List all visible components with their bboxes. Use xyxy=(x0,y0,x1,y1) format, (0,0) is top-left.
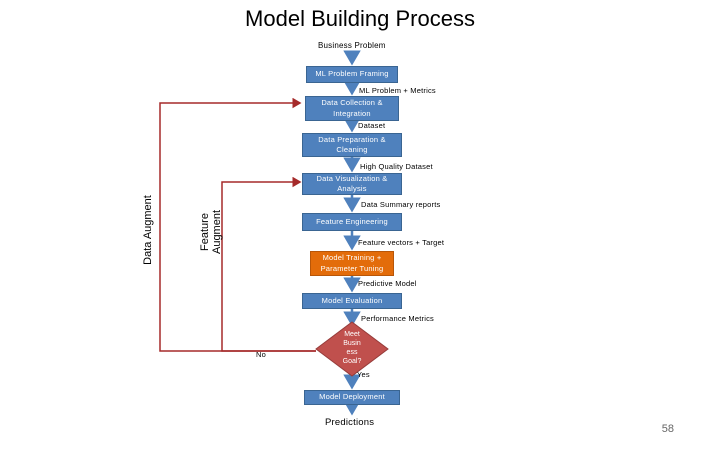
node-data-collection: Data Collection & Integration xyxy=(305,96,399,121)
page-number: 58 xyxy=(661,423,674,435)
node-model-evaluation: Model Evaluation xyxy=(302,293,402,309)
node-model-training: Model Training + Parameter Tuning xyxy=(310,251,394,276)
edge-predictive-model: Predictive Model xyxy=(358,279,417,288)
page-title: Model Building Process xyxy=(245,6,475,31)
loop-feature-augment-label: Feature Augment xyxy=(199,209,223,255)
node-model-deployment: Model Deployment xyxy=(304,390,400,405)
node-decision-label: Meet Busin ess Goal? xyxy=(342,331,362,366)
node-ml-problem-framing: ML Problem Framing xyxy=(306,66,398,83)
decision-diamond xyxy=(315,321,389,377)
edge-yes: Yes xyxy=(357,370,370,379)
edge-feature-vectors-target: Feature vectors + Target xyxy=(358,238,445,247)
feature-augment-loop-line xyxy=(221,176,316,352)
edge-performance-metrics: Performance Metrics xyxy=(361,314,434,323)
node-data-preparation: Data Preparation & Cleaning xyxy=(302,133,402,157)
node-data-visualization: Data Visualization & Analysis xyxy=(302,173,402,195)
edge-no: No xyxy=(256,350,266,359)
data-augment-loop-line xyxy=(159,97,316,352)
edge-high-quality-dataset: High Quality Dataset xyxy=(360,162,433,171)
node-predictions: Predictions xyxy=(325,417,375,428)
node-feature-engineering: Feature Engineering xyxy=(302,213,402,231)
edge-dataset: Dataset xyxy=(358,121,386,130)
edge-data-summary-reports: Data Summary reports xyxy=(361,200,441,209)
node-business-problem: Business Problem xyxy=(318,41,386,50)
loop-data-augment-label: Data Augment xyxy=(142,195,154,265)
edge-ml-problem-metrics: ML Problem + Metrics xyxy=(359,86,436,95)
